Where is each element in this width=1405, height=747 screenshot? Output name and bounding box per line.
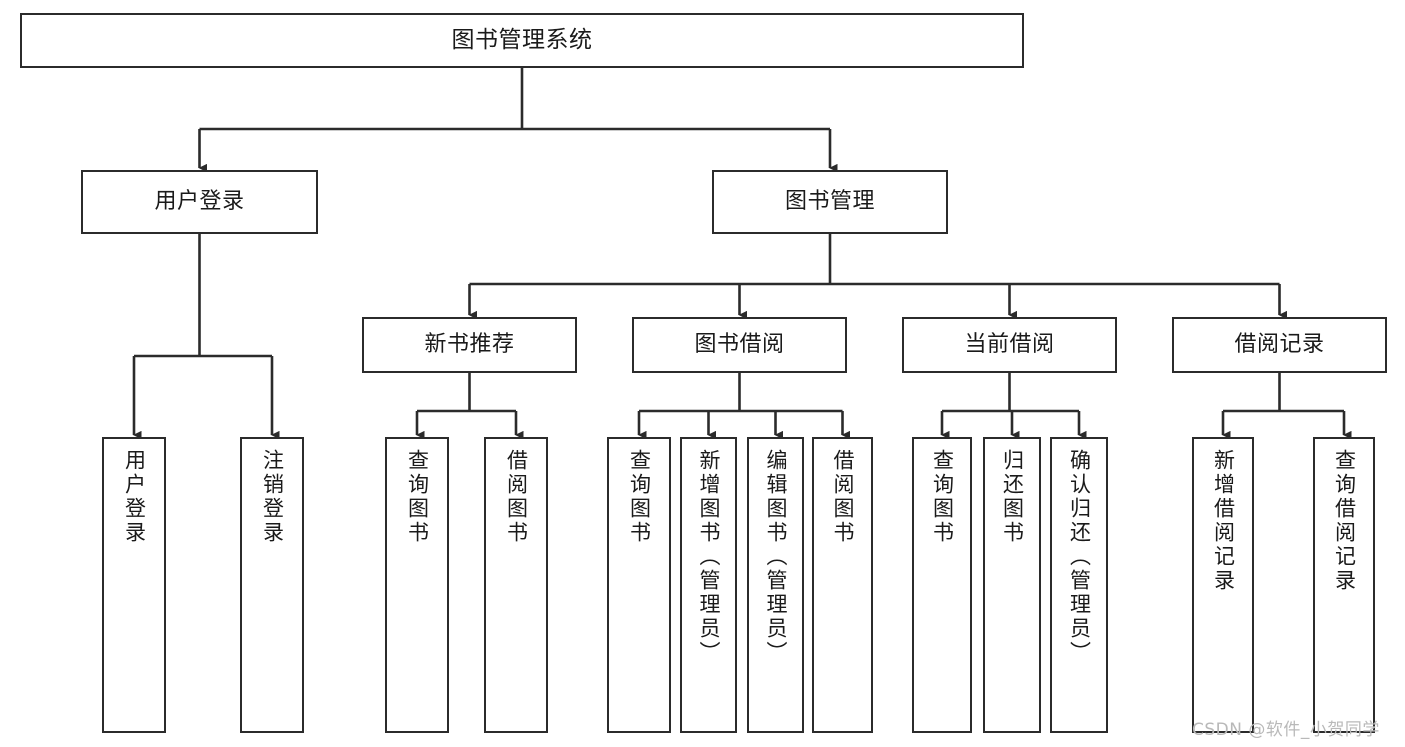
node-label: 归还图书 xyxy=(1000,449,1025,545)
node-l-borrow2[interactable]: 借阅图书 xyxy=(812,437,873,733)
node-newbook[interactable]: 新书推荐 xyxy=(362,317,577,373)
node-l-query3[interactable]: 查询图书 xyxy=(912,437,972,733)
node-label: 新增借阅记录 xyxy=(1211,449,1236,593)
node-root[interactable]: 图书管理系统 xyxy=(20,13,1024,68)
node-login[interactable]: 用户登录 xyxy=(81,170,318,234)
node-l-query2[interactable]: 查询图书 xyxy=(607,437,671,733)
node-records[interactable]: 借阅记录 xyxy=(1172,317,1387,373)
node-label: 借阅图书 xyxy=(504,449,529,545)
node-l-query1[interactable]: 查询图书 xyxy=(385,437,449,733)
node-label: 用户登录 xyxy=(154,189,245,215)
node-label: 图书管理系统 xyxy=(451,26,593,53)
node-label: 图书借阅 xyxy=(694,332,785,358)
node-current[interactable]: 当前借阅 xyxy=(902,317,1117,373)
node-l-addrec[interactable]: 新增借阅记录 xyxy=(1192,437,1254,733)
watermark-text: CSDN @软件_小贺同学 xyxy=(1192,720,1380,740)
node-label: 新书推荐 xyxy=(424,332,515,358)
node-label: 借阅图书 xyxy=(831,449,855,545)
node-label: 注销登录 xyxy=(260,449,285,545)
node-label: 查询借阅记录 xyxy=(1332,449,1357,593)
node-label: 查询图书 xyxy=(627,449,652,545)
node-l-logout[interactable]: 注销登录 xyxy=(240,437,304,733)
node-label: 查询图书 xyxy=(930,449,955,545)
node-label: 当前借阅 xyxy=(964,332,1055,358)
node-label: 用户登录 xyxy=(122,449,147,545)
node-label: 借阅记录 xyxy=(1234,332,1325,358)
node-label: 新增图书（管理员） xyxy=(697,449,721,665)
node-l-editbook[interactable]: 编辑图书（管理员） xyxy=(747,437,804,733)
node-l-confirm[interactable]: 确认归还（管理员） xyxy=(1050,437,1108,733)
node-l-borrow1[interactable]: 借阅图书 xyxy=(484,437,548,733)
node-label: 查询图书 xyxy=(405,449,430,545)
node-label: 确认归还（管理员） xyxy=(1067,449,1092,665)
node-borrow[interactable]: 图书借阅 xyxy=(632,317,847,373)
node-bookmgmt[interactable]: 图书管理 xyxy=(712,170,948,234)
node-l-addbook[interactable]: 新增图书（管理员） xyxy=(680,437,737,733)
node-l-userlogin[interactable]: 用户登录 xyxy=(102,437,166,733)
node-label: 编辑图书（管理员） xyxy=(764,449,788,665)
node-label: 图书管理 xyxy=(784,189,875,215)
node-l-queryrec[interactable]: 查询借阅记录 xyxy=(1313,437,1375,733)
node-l-return[interactable]: 归还图书 xyxy=(983,437,1041,733)
